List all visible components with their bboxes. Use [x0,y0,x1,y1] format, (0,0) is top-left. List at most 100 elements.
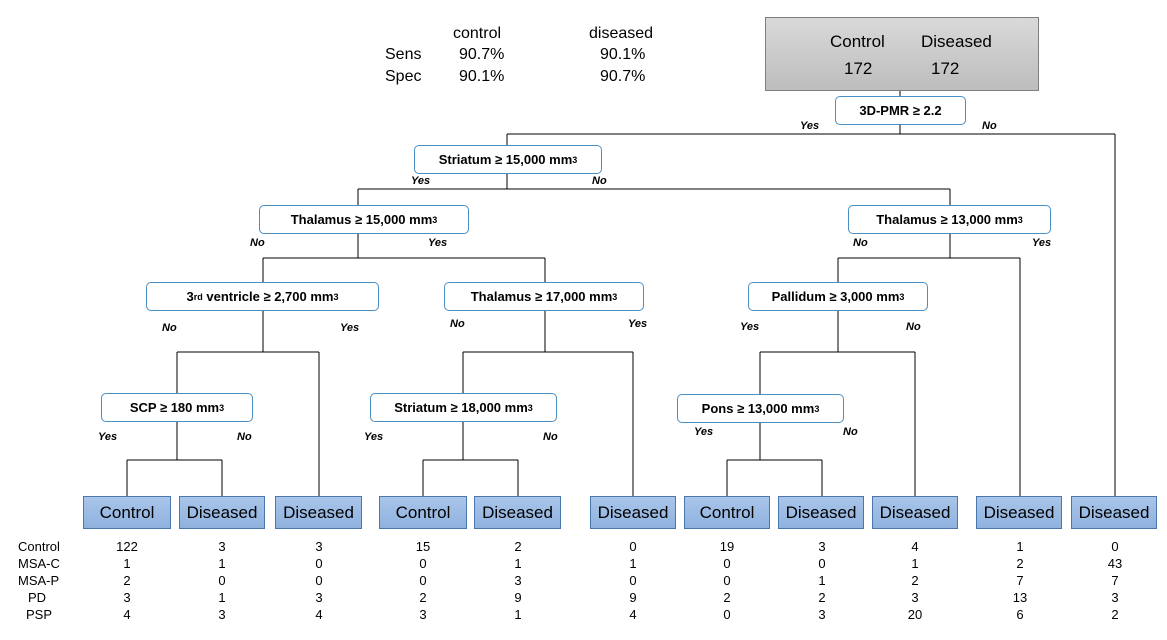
count-control-leaf-7: 19 [719,539,735,554]
count-psp-leaf-10: 6 [1016,607,1024,622]
row-label-pd: PD [28,590,47,605]
count-msa-p-leaf-9: 2 [911,573,919,588]
count-msa-c-leaf-2: 1 [218,556,226,571]
node-3d-pmr-label: 3D-PMR ≥ 2.2 [859,103,942,118]
count-pd-leaf-7: 2 [723,590,731,605]
leaf-5: Diseased [474,496,561,529]
root-diseased-label: Diseased [921,32,992,51]
count-msa-c-leaf-5: 1 [514,556,522,571]
root-node [765,17,1039,91]
count-pd-leaf-6: 9 [629,590,637,605]
node-pallidum-3000-label: Pallidum ≥ 3,000 mm [771,289,900,304]
no-label-striatum15: No [592,175,607,187]
node-striatum-18000-label: Striatum ≥ 18,000 mm [394,400,528,415]
count-control-leaf-9: 4 [911,539,919,554]
row-label-msa-c: MSA-C [18,556,60,571]
stats-header-diseased: diseased [589,25,654,42]
count-msa-c-leaf-4: 0 [419,556,427,571]
stats-header-control: control [453,25,502,42]
yes-label-pmr: Yes [800,120,820,132]
count-msa-p-leaf-11: 7 [1111,573,1119,588]
leaf-10: Diseased [976,496,1062,529]
count-control-leaf-6: 0 [629,539,637,554]
count-psp-leaf-7: 0 [723,607,731,622]
count-msa-p-leaf-6: 0 [629,573,637,588]
node-thalamus-13000-label: Thalamus ≥ 13,000 mm [876,212,1018,227]
yes-label-scp: Yes [98,431,118,443]
count-pd-leaf-8: 2 [818,590,826,605]
count-msa-p-leaf-8: 1 [818,573,826,588]
no-label-pall: No [906,321,921,333]
count-control-leaf-8: 3 [818,539,826,554]
leaf-1: Control [83,496,171,529]
sens-diseased-value: 90.1% [600,46,646,63]
node-3d-pmr: 3D-PMR ≥ 2.2 [835,96,966,125]
no-label-scp: No [237,431,252,443]
row-label-psp: PSP [26,607,53,622]
leaf-2: Diseased [179,496,265,529]
sens-control-value: 90.7% [459,46,505,63]
count-psp-leaf-6: 4 [629,607,637,622]
count-msa-p-leaf-2: 0 [218,573,226,588]
node-3rd-ventricle-label: ventricle ≥ 2,700 mm [202,289,334,304]
spec-control-value: 90.1% [459,68,505,85]
count-psp-leaf-3: 4 [315,607,323,622]
count-pd-leaf-4: 2 [419,590,427,605]
count-pd-leaf-1: 3 [123,590,131,605]
count-msa-p-leaf-1: 2 [123,573,131,588]
count-psp-leaf-11: 2 [1111,607,1119,622]
count-control-leaf-10: 1 [1016,539,1024,554]
count-pd-leaf-11: 3 [1111,590,1119,605]
no-label-pons: No [843,426,858,438]
count-msa-c-leaf-9: 1 [911,556,919,571]
count-pd-leaf-10: 13 [1012,590,1028,605]
yes-label-thal15: Yes [428,237,448,249]
no-label-thal13: No [853,237,868,249]
node-pons-13000-label: Pons ≥ 13,000 mm [701,401,815,416]
root-control-count: 172 [844,59,873,78]
count-control-leaf-5: 2 [514,539,522,554]
leaf-4: Control [379,496,467,529]
count-psp-leaf-5: 1 [514,607,522,622]
yes-label-thal17: Yes [628,318,648,330]
no-label-str18: No [543,431,558,443]
no-label-pmr: No [982,120,997,132]
count-msa-c-leaf-7: 0 [723,556,731,571]
count-msa-c-leaf-10: 2 [1016,556,1024,571]
root-diseased-count: 172 [931,59,960,78]
count-control-leaf-1: 122 [116,539,138,554]
count-msa-p-leaf-10: 7 [1016,573,1024,588]
row-label-msa-p: MSA-P [18,573,60,588]
count-msa-p-leaf-5: 3 [514,573,522,588]
count-control-leaf-11: 0 [1111,539,1119,554]
count-msa-p-leaf-3: 0 [315,573,323,588]
yes-label-vent: Yes [340,322,360,334]
count-pd-leaf-5: 9 [514,590,522,605]
yes-label-pons: Yes [694,426,714,438]
count-msa-c-leaf-8: 0 [818,556,826,571]
spec-label: Spec [385,68,422,85]
node-thalamus-17000-label: Thalamus ≥ 17,000 mm [470,289,613,304]
node-striatum-15000-label: Striatum ≥ 15,000 mm [438,152,573,167]
yes-label-str18: Yes [364,431,384,443]
count-msa-p-leaf-7: 0 [723,573,731,588]
count-psp-leaf-2: 3 [218,607,226,622]
count-pd-leaf-3: 3 [315,590,323,605]
leaf-3: Diseased [275,496,362,529]
count-psp-leaf-8: 3 [818,607,826,622]
node-thalamus-15000-label: Thalamus ≥ 15,000 mm [290,212,433,227]
yes-label-thal13: Yes [1032,237,1052,249]
count-control-leaf-4: 15 [415,539,431,554]
count-psp-leaf-1: 4 [123,607,131,622]
spec-diseased-value: 90.7% [600,68,646,85]
no-label-vent: No [162,322,177,334]
